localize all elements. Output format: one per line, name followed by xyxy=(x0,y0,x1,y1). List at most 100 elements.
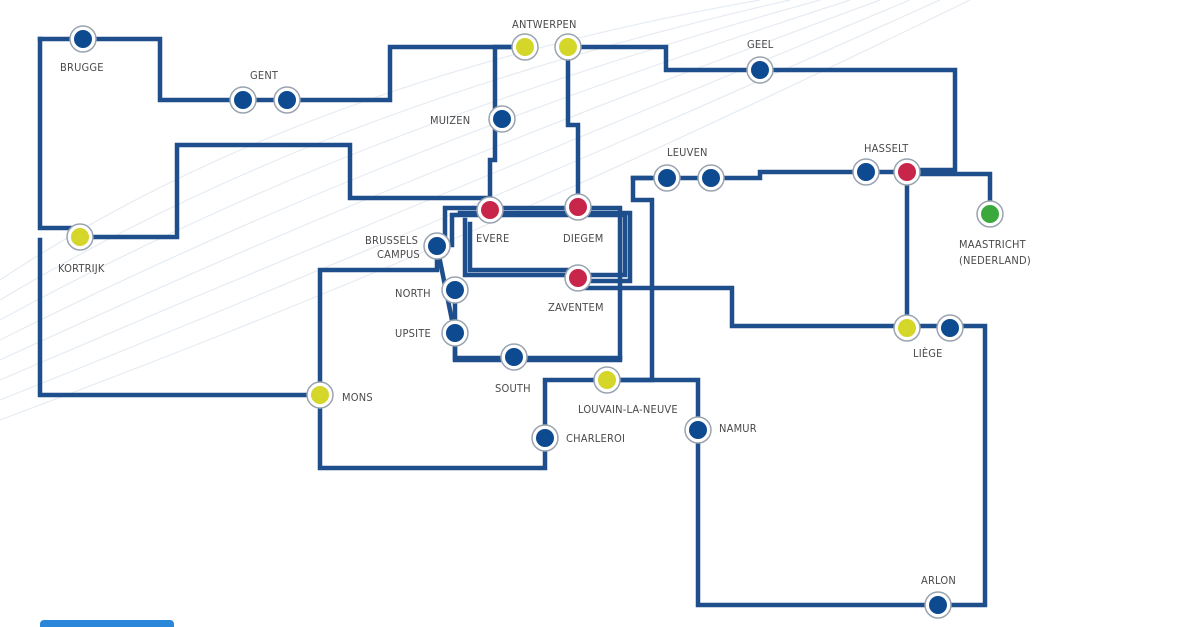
label-arlon: ARLON xyxy=(921,574,956,587)
label-maastricht-country: (NEDERLAND) xyxy=(959,254,1031,267)
station-dot-blue xyxy=(505,348,523,366)
station-dot-red xyxy=(898,163,916,181)
label-north: NORTH xyxy=(395,287,431,300)
line-antwerpen-diegem xyxy=(565,44,581,210)
station-dot-blue xyxy=(234,91,252,109)
line-namur-arlon xyxy=(695,427,941,608)
label-maastricht: MAASTRICHT xyxy=(959,238,1027,251)
station-gent-b[interactable] xyxy=(273,86,301,114)
label-evere: EVERE xyxy=(476,232,509,245)
station-dot-blue xyxy=(929,596,947,614)
station-geel[interactable] xyxy=(746,56,774,84)
label-south: SOUTH xyxy=(495,382,531,395)
label-antwerpen: ANTWERPEN xyxy=(512,18,577,31)
label-hasselt: HASSELT xyxy=(864,142,909,155)
station-north[interactable] xyxy=(441,276,469,304)
station-brugge[interactable] xyxy=(69,25,97,53)
line-brugge-antwerpen xyxy=(80,36,528,103)
station-dot-red xyxy=(569,198,587,216)
station-muizen[interactable] xyxy=(488,105,516,133)
station-arlon[interactable] xyxy=(924,591,952,619)
line-antwerpen-evere xyxy=(487,44,528,213)
station-dot-blue xyxy=(446,324,464,342)
label-geel: GEEL xyxy=(747,38,774,51)
station-dot-yellow xyxy=(311,386,329,404)
station-dot-blue xyxy=(74,30,92,48)
brussels-loop-inner-2 xyxy=(457,210,633,284)
label-upsite: UPSITE xyxy=(395,327,431,340)
label-diegem: DIEGEM xyxy=(563,232,603,245)
station-dot-blue xyxy=(446,281,464,299)
station-antwerpen-b[interactable] xyxy=(554,33,582,61)
station-dot-green xyxy=(981,205,999,223)
station-dot-yellow xyxy=(516,38,534,56)
line-mons-charleroi xyxy=(317,392,548,471)
station-charleroi[interactable] xyxy=(531,424,559,452)
station-diegem[interactable] xyxy=(564,193,592,221)
station-maastricht[interactable] xyxy=(976,200,1004,228)
station-dot-blue xyxy=(941,319,959,337)
station-dot-yellow xyxy=(898,319,916,337)
brussels-loop-inner-1 xyxy=(449,212,628,278)
station-dot-yellow xyxy=(559,38,577,56)
label-kortrijk: KORTRIJK xyxy=(58,262,105,275)
line-kortrijk-evere xyxy=(92,142,493,240)
label-leuven: LEUVEN xyxy=(667,146,708,159)
station-evere[interactable] xyxy=(476,196,504,224)
station-dot-yellow xyxy=(598,371,616,389)
label-gent: GENT xyxy=(250,69,279,82)
station-dot-blue xyxy=(857,163,875,181)
station-hasselt-b[interactable] xyxy=(893,158,921,186)
station-namur[interactable] xyxy=(684,416,712,444)
station-gent-a[interactable] xyxy=(229,86,257,114)
label-louvain: LOUVAIN-LA-NEUVE xyxy=(578,403,678,416)
line-antwerpen-geel xyxy=(565,44,958,173)
station-upsite[interactable] xyxy=(441,319,469,347)
line-kortrijk-mons xyxy=(37,237,323,398)
station-brussels-campus[interactable] xyxy=(423,232,451,260)
line-leuven-hasselt xyxy=(630,169,910,181)
label-liege: LIÈGE xyxy=(913,347,943,360)
station-dot-red xyxy=(481,201,499,219)
station-liege-b[interactable] xyxy=(936,314,964,342)
line-hasselt-maastricht xyxy=(904,171,993,213)
line-brugge-kortrijk xyxy=(37,36,73,231)
label-brugge: BRUGGE xyxy=(60,61,104,74)
station-dot-blue xyxy=(428,237,446,255)
station-dot-blue xyxy=(689,421,707,439)
station-dot-blue xyxy=(536,429,554,447)
stations xyxy=(66,25,1004,619)
label-muizen: MUIZEN xyxy=(430,114,470,127)
station-zaventem[interactable] xyxy=(564,264,592,292)
line-zaventem-liege xyxy=(575,285,953,329)
label-mons: MONS xyxy=(342,391,373,404)
line-lln-namur xyxy=(604,377,701,433)
station-labels: BRUGGE GENT ANTWERPEN GEEL MUIZEN LEUVEN… xyxy=(58,18,1031,587)
station-dot-blue xyxy=(658,169,676,187)
station-hasselt-a[interactable] xyxy=(852,158,880,186)
station-louvain[interactable] xyxy=(593,366,621,394)
line-brussels-mons xyxy=(317,243,440,398)
station-leuven-a[interactable] xyxy=(653,164,681,192)
line-liege-arlon xyxy=(935,323,988,608)
station-kortrijk[interactable] xyxy=(66,223,94,251)
line-lln-charleroi xyxy=(542,377,610,441)
station-liege-a[interactable] xyxy=(893,314,921,342)
label-namur: NAMUR xyxy=(719,422,757,435)
station-mons[interactable] xyxy=(306,381,334,409)
label-zaventem: ZAVENTEM xyxy=(548,301,604,314)
station-antwerpen-a[interactable] xyxy=(511,33,539,61)
station-leuven-b[interactable] xyxy=(697,164,725,192)
brussels-loop-inner-3 xyxy=(467,221,581,273)
station-dot-blue xyxy=(278,91,296,109)
label-charleroi: CHARLEROI xyxy=(566,432,625,445)
station-dot-blue xyxy=(493,110,511,128)
bottom-tab[interactable] xyxy=(40,620,174,627)
station-dot-blue xyxy=(702,169,720,187)
network-lines xyxy=(37,36,993,608)
station-dot-yellow xyxy=(71,228,89,246)
line-upsite-south xyxy=(452,332,623,361)
station-south[interactable] xyxy=(500,343,528,371)
